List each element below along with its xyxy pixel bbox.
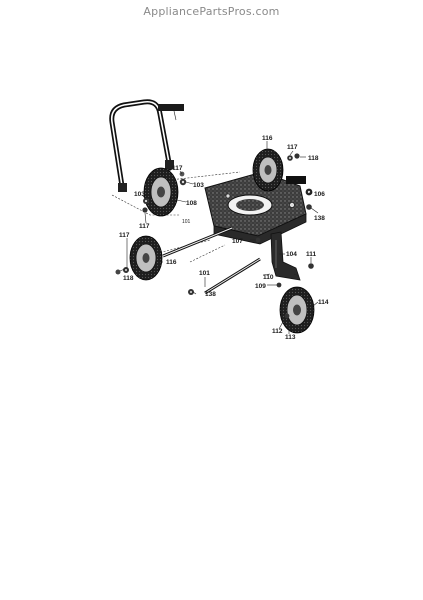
wheel-front-left bbox=[129, 235, 163, 281]
callout-103: 103 bbox=[193, 182, 204, 189]
hardware bbox=[115, 153, 314, 319]
callout-138: 138 bbox=[205, 291, 216, 298]
callout-110: 110 bbox=[263, 274, 274, 281]
callout-101: 101 bbox=[199, 270, 210, 277]
callout-111: 111 bbox=[306, 251, 317, 258]
axle-rods bbox=[162, 226, 261, 295]
assembly-guides bbox=[111, 171, 241, 263]
callout-116: 116 bbox=[262, 135, 273, 142]
callout-117: 117 bbox=[172, 165, 183, 172]
callout-113: 113 bbox=[285, 334, 296, 341]
handle-assembly bbox=[109, 99, 184, 192]
callout-101: 101 bbox=[182, 219, 191, 225]
callout-108: 108 bbox=[186, 200, 197, 207]
callout-107: 107 bbox=[232, 238, 243, 245]
mower-deck bbox=[204, 171, 307, 245]
leader-lines bbox=[119, 141, 319, 334]
callout-114: 114 bbox=[318, 299, 329, 306]
wheel-front-right bbox=[279, 286, 315, 334]
height-adjuster-bracket bbox=[270, 231, 301, 281]
wheel-rear-left bbox=[143, 167, 179, 217]
callout-118: 118 bbox=[308, 155, 319, 162]
callout-106: 106 bbox=[314, 191, 325, 198]
callout-103: 103 bbox=[134, 191, 145, 198]
callout-117: 117 bbox=[139, 223, 150, 230]
deck-label-plate bbox=[286, 176, 306, 184]
handle-label-plate bbox=[158, 104, 184, 111]
callout-116: 116 bbox=[166, 259, 177, 266]
callout-118: 118 bbox=[123, 275, 134, 282]
callout-104: 104 bbox=[286, 251, 297, 258]
callout-109: 109 bbox=[255, 283, 266, 290]
wheel-rear-right bbox=[252, 148, 284, 192]
callout-138: 138 bbox=[314, 215, 325, 222]
watermark: AppliancePartsPros.com bbox=[143, 5, 280, 18]
callout-117: 117 bbox=[119, 232, 130, 239]
callout-112: 112 bbox=[272, 328, 283, 335]
callout-117: 117 bbox=[287, 144, 298, 151]
